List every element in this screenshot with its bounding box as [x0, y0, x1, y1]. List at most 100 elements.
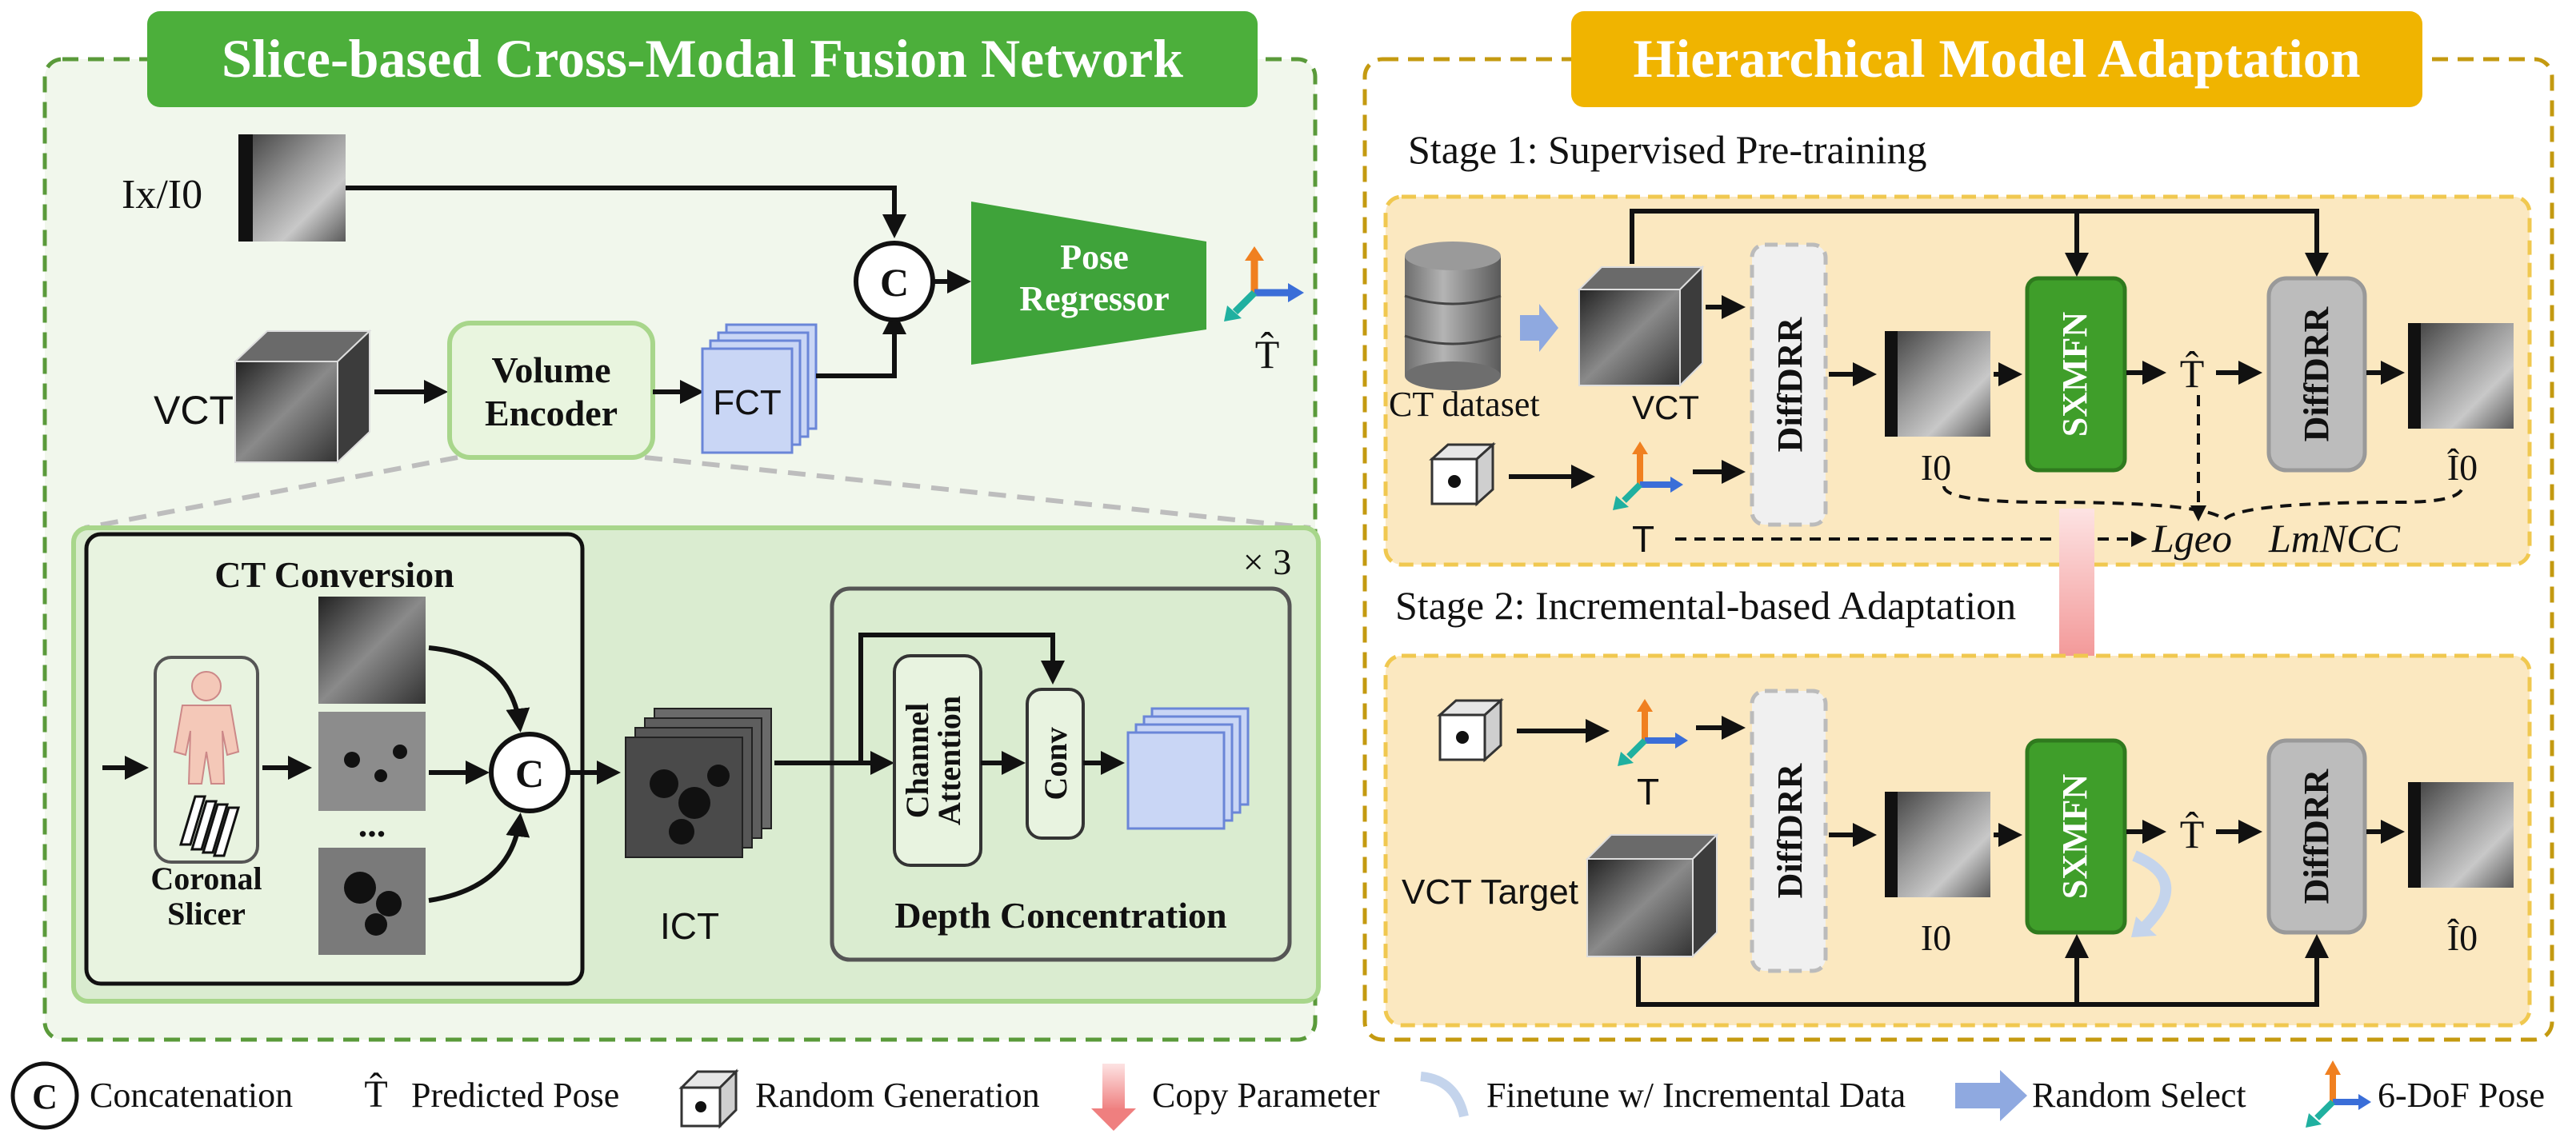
vct-target-label: VCT Target: [1402, 872, 1578, 912]
conv-label: Conv: [1038, 727, 1074, 800]
legend-finetune-icon: [1420, 1072, 1469, 1118]
stage2-title: Stage 2: Incremental-based Adaptation: [1395, 583, 2016, 628]
ict-slice-stack: [625, 708, 772, 858]
stage1-that-label: T̂: [2180, 350, 2205, 396]
loss-brace: [1942, 485, 2464, 522]
legend-predicted-pose-symbol: T̂: [364, 1072, 387, 1116]
left-panel-title-box: [147, 11, 1258, 107]
ict-label: ICT: [660, 905, 719, 947]
depth-output-stack: [1126, 707, 1250, 830]
legend-predicted-pose: Predicted Pose: [411, 1076, 619, 1115]
legend-copy-icon: [1102, 1064, 1125, 1110]
legend: C Concatenation T̂ Predicted Pose Random…: [10, 1060, 2545, 1131]
ct-slice-2: [318, 712, 426, 811]
ct-conversion-title: CT Conversion: [214, 554, 454, 595]
vct-to-diffdrr2-feed-arrow: [1630, 209, 2329, 277]
stage1-dice-icon: [1429, 441, 1496, 507]
slicen-to-concat-arrow: [428, 813, 530, 903]
stage2-diffdrr-box: [1750, 689, 1828, 973]
pose-axes-icon: [1224, 246, 1304, 321]
predicted-pose-label: T̂: [1255, 331, 1280, 377]
finetune-loop-arrow: [2132, 850, 2172, 932]
stage2-t-label: T: [1637, 771, 1659, 813]
volume-encoder-label-1: Volume: [491, 349, 610, 390]
legend-finetune: Finetune w/ Incremental Data: [1486, 1076, 1906, 1115]
right-panel-title: Hierarchical Model Adaptation: [1633, 28, 2360, 89]
legend-random-generation: Random Generation: [755, 1076, 1040, 1115]
channel-attention-label-2: Attention: [931, 696, 967, 825]
loss-mncc: LmNCC: [2268, 516, 2401, 561]
stage1-sxmfn-label: SXMFN: [2055, 312, 2094, 437]
ict-skip-arrow: [774, 633, 1065, 765]
stage2-diffdrr2-box: [2266, 738, 2367, 935]
ct-volume-cube: [233, 329, 372, 465]
stage1-sxmfn-box: [2025, 276, 2127, 473]
legend-concat-icon: [10, 1061, 79, 1130]
stage2-vct-target-cube: [1585, 833, 1719, 959]
left-panel-title: Slice-based Cross-Modal Fusion Network: [222, 28, 1183, 89]
ct-slice-1: [318, 597, 426, 704]
stage2-i0-label: I0: [1921, 917, 1951, 958]
stage1-vct-label: VCT: [1632, 389, 1699, 426]
right-panel-title-box: [1571, 11, 2422, 107]
legend-6dof-pose: 6-DoF Pose: [2378, 1076, 2545, 1115]
stage1-pose-axes-icon: [1613, 441, 1683, 510]
stage2-sxmfn-label: SXMFN: [2055, 774, 2094, 900]
stage1-title: Stage 1: Supervised Pre-training: [1408, 127, 1927, 172]
fct-label: FCT: [713, 383, 782, 422]
stage1-diffdrr2-box: [2266, 276, 2367, 473]
coronal-slicer-label-1: Coronal: [150, 860, 262, 896]
zoom-line-right: [644, 455, 1311, 530]
left-panel: Slice-based Cross-Modal Fusion Network I…: [42, 11, 1321, 1042]
legend-concatenation: Concatenation: [90, 1076, 293, 1115]
random-select-arrow: [1520, 304, 1558, 352]
stage1-diffdrr-label: DiffDRR: [1770, 316, 1810, 452]
legend-random-select: Random Select: [2032, 1076, 2246, 1115]
vct-target-to-diffdrr2-arrow: [1636, 934, 2329, 1007]
slice-ellipsis: ...: [358, 804, 386, 845]
stage2-i0hat-image: [2408, 782, 2514, 888]
volume-encoder-box: [447, 321, 655, 460]
slice-stack-icon: [178, 795, 241, 857]
loss-geo: Lgeo: [2151, 516, 2232, 561]
feature-to-concat-arrow: [816, 310, 906, 378]
stage2-i0-image: [1885, 792, 1990, 897]
stage2-sxmfn-box: [2025, 738, 2127, 935]
slice-concat-symbol: C: [515, 751, 544, 796]
stage1-vct-cube: [1577, 265, 1705, 388]
stage2-that-label: T̂: [2180, 811, 2205, 856]
stage1-i0hat-label: Î0: [2447, 447, 2478, 488]
concat-symbol: C: [880, 260, 909, 305]
coronal-slicer-label-2: Slicer: [167, 896, 246, 932]
legend-random-select-icon: [1955, 1070, 2027, 1121]
stage2-diffdrr2-label: DiffDRR: [2297, 768, 2336, 904]
repeat-label: × 3: [1243, 541, 1291, 582]
pose-regressor-label-2: Regressor: [1019, 279, 1169, 318]
stage1-diffdrr-box: [1750, 242, 1828, 527]
legend-concat-symbol: C: [32, 1077, 58, 1116]
stage1-diffdrr2-label: DiffDRR: [2297, 305, 2336, 441]
stage1-i0hat-image: [2408, 323, 2514, 429]
pose-regressor-label-1: Pose: [1060, 238, 1129, 277]
input-xray-image: [238, 134, 346, 242]
input-xray-label: Ix/I0: [122, 172, 202, 218]
body-figure-icon: [173, 671, 240, 785]
depth-concentration-title: Depth Concentration: [894, 895, 1226, 936]
zoom-line-left: [84, 455, 458, 530]
legend-copy-parameter: Copy Parameter: [1152, 1076, 1380, 1115]
pose-regressor-shape: [971, 202, 1206, 365]
stage1-i0-image: [1885, 331, 1990, 437]
stage1-i0-label: I0: [1921, 447, 1951, 488]
volume-encoder-label-2: Encoder: [485, 393, 618, 433]
xray-to-concat-arrow: [346, 186, 906, 238]
slice1-to-concat-arrow: [428, 645, 530, 733]
ct-dataset-label: CT dataset: [1389, 385, 1540, 424]
feature-map-stack: [701, 323, 818, 454]
stage2-i0hat-label: Î0: [2447, 917, 2478, 958]
stage2-diffdrr-label: DiffDRR: [1770, 762, 1810, 898]
stage1-t-label: T: [1632, 518, 1654, 560]
stage2-pose-axes-icon: [1618, 699, 1688, 766]
legend-dice-icon: [678, 1068, 739, 1129]
ct-slice-n: [318, 848, 426, 955]
